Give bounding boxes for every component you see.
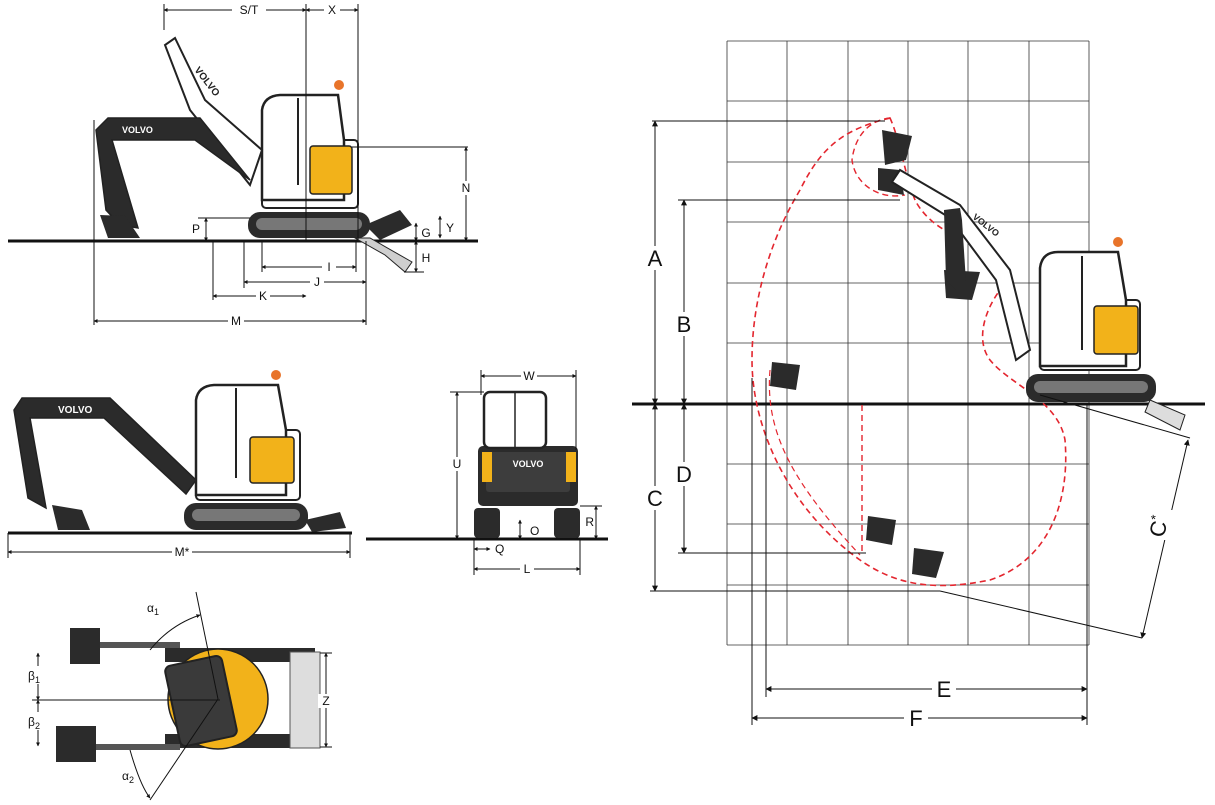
dim-label-b: B bbox=[677, 312, 692, 337]
side-view-2-panel: VOLVO M* bbox=[7, 370, 352, 559]
dim-label-m: M bbox=[231, 314, 241, 328]
dim-label-beta1: β bbox=[28, 669, 35, 683]
rear-view-panel: VOLVO W U R O Q L bbox=[366, 369, 608, 576]
svg-text:α1: α1 bbox=[147, 601, 159, 617]
boom-brand-text-2: VOLVO bbox=[58, 405, 92, 416]
dim-label-l: L bbox=[524, 562, 531, 576]
rear-brand-text: VOLVO bbox=[513, 459, 544, 469]
dim-label-alpha2: α bbox=[122, 769, 129, 783]
bucket-icon bbox=[912, 548, 944, 578]
dim-label-p: P bbox=[192, 222, 200, 236]
dim-label-g: G bbox=[421, 226, 430, 240]
dim-label-beta2: β bbox=[28, 715, 35, 729]
side-view-panel: VOLVO VOLVO S/T X N P G bbox=[8, 3, 478, 328]
dim-label-d: D bbox=[676, 462, 692, 487]
bucket-icon bbox=[866, 516, 896, 545]
dim-label-alpha1: α bbox=[147, 601, 154, 615]
dim-label-q: Q bbox=[495, 542, 504, 556]
beacon-icon bbox=[1113, 237, 1123, 247]
dim-label-c: C bbox=[647, 486, 663, 511]
dim-label-k: K bbox=[259, 289, 267, 303]
dim-label-j: J bbox=[314, 275, 320, 289]
dim-label-st: S/T bbox=[240, 3, 259, 17]
dim-label-c-star: C bbox=[1144, 518, 1172, 539]
dim-label-a: A bbox=[648, 246, 663, 271]
dim-label-c-star-sup: * bbox=[1148, 514, 1164, 522]
svg-text:C*: C* bbox=[1144, 514, 1173, 540]
dim-label-alpha2-sub: 2 bbox=[129, 775, 134, 785]
top-view-panel: α1 α2 β1 β2 Z bbox=[28, 591, 334, 801]
dim-label-u: U bbox=[453, 457, 462, 471]
svg-text:α2: α2 bbox=[122, 769, 134, 785]
dim-label-f: F bbox=[909, 706, 922, 731]
dim-label-e: E bbox=[937, 677, 952, 702]
dim-label-w: W bbox=[523, 369, 535, 383]
excavator-top-icon bbox=[56, 628, 321, 762]
svg-text:β2: β2 bbox=[28, 715, 40, 731]
dim-label-beta1-sub: 1 bbox=[35, 675, 40, 685]
dim-label-y: Y bbox=[446, 221, 454, 235]
dim-label-o: O bbox=[530, 524, 539, 538]
dim-label-m-star: M* bbox=[175, 545, 190, 559]
dim-label-r: R bbox=[585, 515, 594, 529]
working-range-grid bbox=[726, 40, 1090, 646]
bucket-icon bbox=[882, 130, 912, 165]
bucket-icon bbox=[770, 362, 800, 390]
arm-brand-text: VOLVO bbox=[122, 125, 153, 135]
dim-label-z: Z bbox=[322, 694, 329, 708]
dim-label-n: N bbox=[462, 181, 471, 195]
working-range-panel: VOLVO A B C D C* bbox=[632, 40, 1205, 731]
dim-label-alpha1-sub: 1 bbox=[154, 607, 159, 617]
excavator-side-icon: VOLVO VOLVO bbox=[95, 36, 413, 273]
beacon-icon bbox=[334, 80, 344, 90]
svg-text:β1: β1 bbox=[28, 669, 40, 685]
excavator-rear-icon: VOLVO bbox=[474, 390, 580, 538]
dim-label-beta2-sub: 2 bbox=[35, 721, 40, 731]
excavator-side-icon: VOLVO bbox=[890, 168, 1186, 431]
dim-label-x: X bbox=[328, 3, 336, 17]
excavator-side-2-icon: VOLVO bbox=[13, 370, 346, 532]
dim-label-i: I bbox=[327, 260, 330, 274]
dim-label-h: H bbox=[422, 251, 431, 265]
